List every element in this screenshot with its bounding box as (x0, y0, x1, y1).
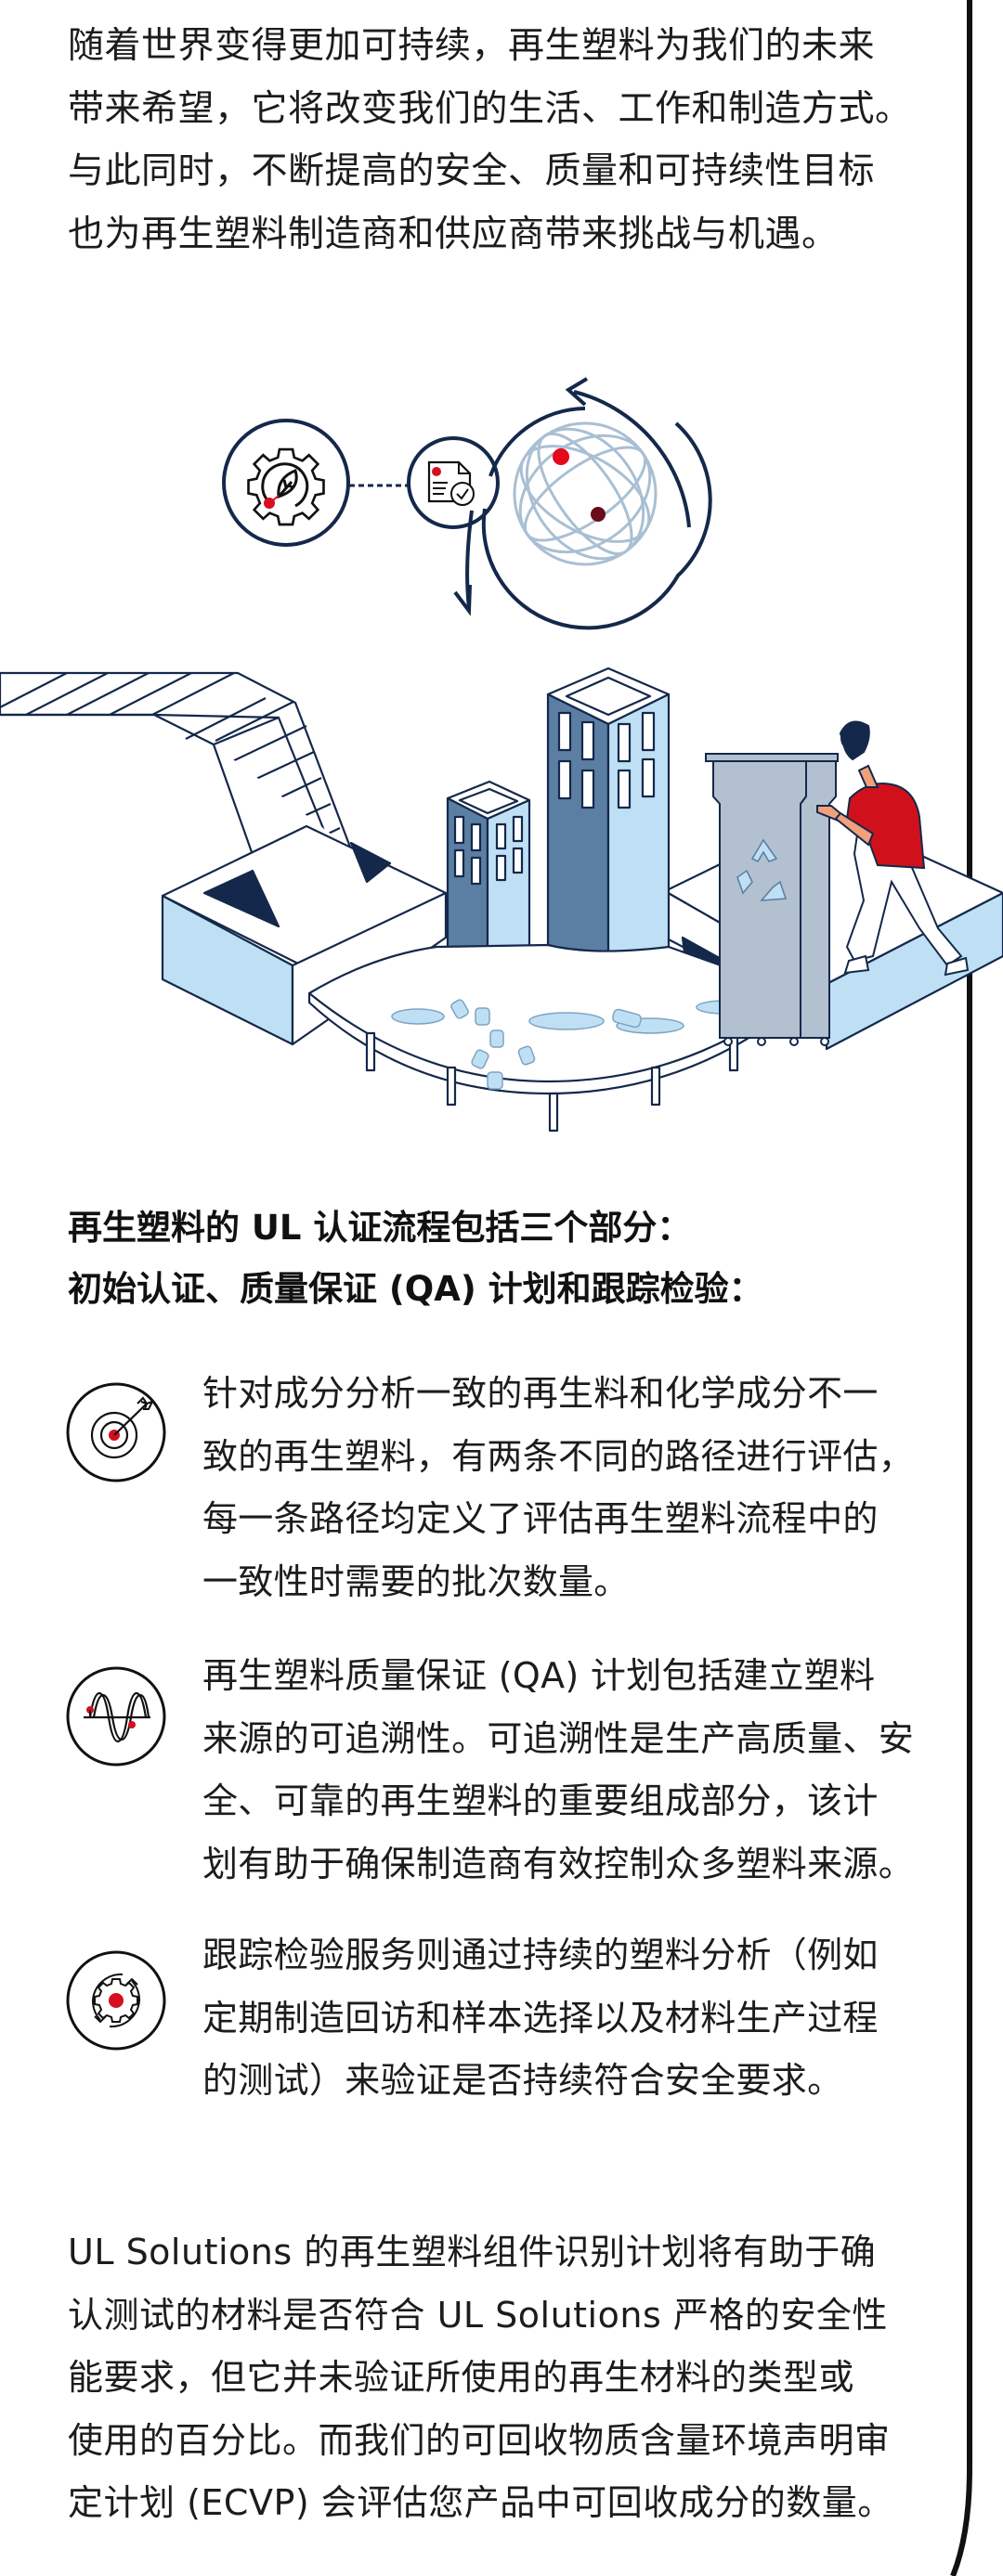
intro-line: 带来希望，它将改变我们的生活、工作和制造方式。 (68, 87, 912, 130)
process-diagram (222, 377, 712, 630)
cycle-arrows-icon (453, 377, 712, 630)
outro-line: 能要求，但它并未验证所使用的再生材料的类型或 (68, 2357, 855, 2398)
item-line: 全、可靠的再生塑料的重要组成部分，该计 (202, 1780, 879, 1821)
gear-leaf-icon (222, 419, 350, 547)
frame-border-curve (950, 2414, 972, 2576)
document-check-icon (407, 436, 500, 529)
recycling-city-illustration (0, 667, 1003, 1133)
intro-line: 随着世界变得更加可持续，再生塑料为我们的未来 (68, 25, 876, 67)
item-text: 再生塑料质量保证 (QA) 计划包括建立塑料 来源的可追溯性。可追溯性是生产高质… (202, 1645, 914, 1896)
item-line: 致的再生塑料，有两条不同的路径进行评估， (202, 1435, 915, 1477)
item-line: 每一条路径均定义了评估再生塑料流程中的 (202, 1498, 879, 1539)
globe-icon (513, 421, 658, 566)
intro-paragraph: 随着世界变得更加可持续，再生塑料为我们的未来 带来希望，它将改变我们的生活、工作… (68, 15, 941, 265)
item-line: 的测试）来验证是否持续符合安全要求。 (202, 2060, 843, 2101)
item-line: 来源的可追溯性。可追溯性是生产高质量、安 (202, 1717, 915, 1759)
outro-line: 定计划 (ECVP) 会评估您产品中可回收成分的数量。 (68, 2482, 893, 2523)
item-line: 定期制造回访和样本选择以及材料生产过程 (202, 1997, 879, 2039)
intro-line: 也为再生塑料制造商和供应商带来挑战与机遇。 (68, 213, 839, 255)
heading-line: 再生塑料的 UL 认证流程包括三个部分： (68, 1208, 692, 1248)
item-line: 再生塑料质量保证 (QA) 计划包括建立塑料 (202, 1655, 876, 1696)
wave-signal-icon (66, 1666, 166, 1767)
item-text: 跟踪检验服务则通过持续的塑料分析（例如 定期制造回访和样本选择以及材料生产过程 … (202, 1924, 879, 2113)
target-arrow-icon (66, 1382, 166, 1482)
item-line: 跟踪检验服务则通过持续的塑料分析（例如 (202, 1935, 879, 1975)
heading-line: 初始认证、质量保证 (QA) 计划和跟踪检验： (68, 1269, 763, 1309)
item-line: 针对成分分析一致的再生料和化学成分不一 (202, 1373, 879, 1414)
outro-line: 认测试的材料是否符合 UL Solutions 严格的安全性 (68, 2294, 888, 2336)
outro-paragraph: UL Solutions 的再生塑料组件识别计划将有助于确 认测试的材料是否符合… (68, 2221, 941, 2535)
outro-line: UL Solutions 的再生塑料组件识别计划将有助于确 (68, 2232, 877, 2272)
person-pushing-bin (816, 720, 970, 977)
recycling-bin (705, 753, 839, 1046)
outro-line: 使用的百分比。而我们的可回收物质含量环境声明审 (68, 2419, 891, 2461)
gear-cycle-icon (66, 1950, 166, 2051)
recycle-symbol-icon (736, 838, 788, 901)
item-line: 划有助于确保制造商有效控制众多塑料来源。 (202, 1843, 915, 1884)
section-heading: 再生塑料的 UL 认证流程包括三个部分： 初始认证、质量保证 (QA) 计划和跟… (68, 1197, 763, 1320)
frame-border (967, 0, 972, 2469)
item-line: 一致性时需要的批次数量。 (202, 1560, 630, 1602)
item-text: 针对成分分析一致的再生料和化学成分不一 致的再生塑料，有两条不同的路径进行评估，… (202, 1363, 914, 1613)
intro-line: 与此同时，不断提高的安全、质量和可持续性目标 (68, 150, 876, 192)
